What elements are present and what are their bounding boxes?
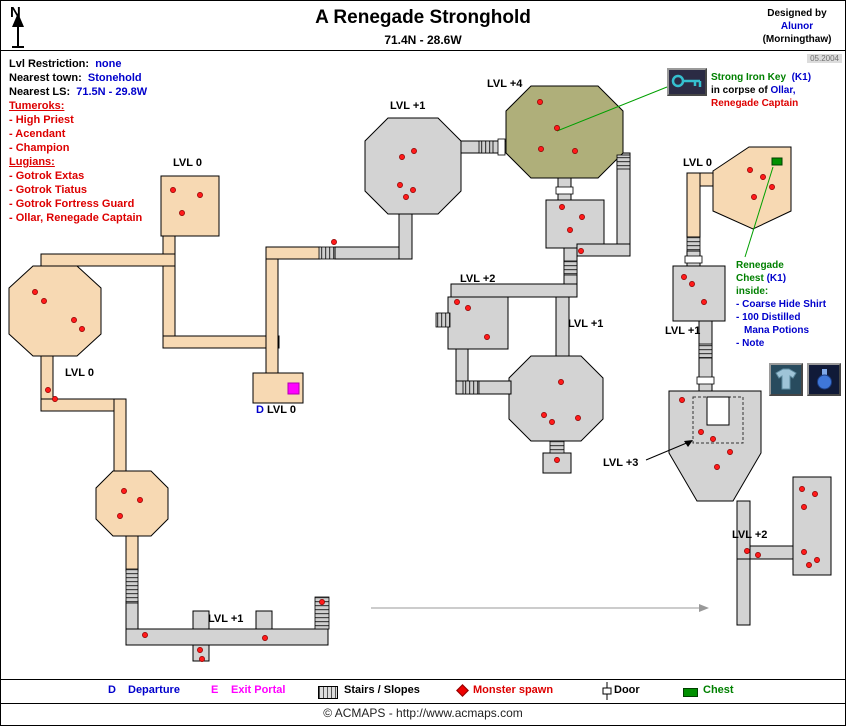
chest-note: Renegade Chest (K1) inside: - Coarse Hid…: [736, 259, 826, 350]
designed-by-label: Designed by: [767, 8, 827, 19]
map-date: 05.2004: [807, 54, 842, 63]
header-divider: [1, 50, 845, 51]
legend-chest-label: Chest: [703, 684, 734, 696]
footer-divider: [1, 703, 845, 704]
potion-icon: [817, 369, 832, 390]
town-label: Nearest town:: [9, 72, 82, 84]
monster-spawn-dots: [32, 99, 820, 662]
legend-stairs-label: Stairs / Slopes: [344, 684, 420, 696]
map-label-lvl4: LVL +4: [487, 78, 523, 90]
strong-iron-key-image: [667, 68, 707, 96]
map-label-lvl3: LVL +3: [603, 457, 639, 469]
chest-item: - Coarse Hide Shirt: [736, 299, 827, 310]
map-label-lvl1-mid: LVL +1: [568, 318, 604, 330]
tumeroks-header: Tumeroks:: [9, 100, 65, 112]
chest-item: - Note: [736, 338, 765, 349]
designer-credit: Designed by Alunor (Morningthaw): [754, 7, 840, 46]
lugians-header: Lugians:: [9, 156, 55, 168]
monster-list-item: - Gotrok Tiatus: [9, 184, 88, 196]
page-title: A Renegade Stronghold: [315, 7, 531, 28]
copyright-footer: © ACMAPS - http://www.acmaps.com: [323, 706, 523, 720]
world-name: (Morningthaw): [762, 34, 832, 45]
room-level4: [505, 85, 624, 179]
shirt-icon: [775, 368, 797, 390]
key-owner: Ollar,: [770, 85, 796, 96]
monster-list-item: - Ollar, Renegade Captain: [9, 212, 143, 224]
level-restriction-row: Lvl Restriction: none: [9, 57, 147, 71]
chest-name-line1: Renegade: [736, 260, 784, 271]
monster-list-item: - Champion: [9, 142, 70, 154]
key-owner-title: Renegade Captain: [711, 98, 799, 109]
departure-level-label: LVL 0: [267, 404, 296, 416]
nearest-ls-row: Nearest LS: 71.5N - 29.8W: [9, 85, 147, 99]
map-label-lvl2-center: LVL +2: [460, 273, 496, 285]
chest-item: - 100 Distilled: [736, 312, 801, 323]
monster-spawn-icon: [456, 684, 469, 697]
map-label-lvl0-a: LVL 0: [173, 157, 202, 169]
monster-list-item: - Acendant: [9, 128, 66, 140]
compass-arrow: [12, 13, 24, 48]
legend-door-label: Door: [614, 684, 640, 696]
nearest-town-row: Nearest town: Stonehold: [9, 71, 147, 85]
chest-item: Mana Potions: [744, 325, 810, 336]
key-name: Strong Iron Key: [711, 72, 787, 83]
stairs-icon: [318, 686, 338, 699]
key-location-prefix: in corpse of: [711, 85, 768, 96]
legend-spawn-label: Monster spawn: [473, 684, 554, 696]
map-label-lvl1-right: LVL +1: [665, 325, 701, 337]
ls-value: 71.5N - 29.8W: [76, 86, 148, 98]
chest-key-id: (K1): [766, 273, 787, 284]
town-value: Stonehold: [87, 72, 142, 84]
secret-room-outline: [692, 396, 744, 444]
door-icon: [600, 682, 614, 700]
monster-list-item: - High Priest: [9, 114, 74, 126]
rooms-gray: [125, 117, 832, 662]
key-id: (K1): [791, 72, 812, 83]
map-label-lvl2-right: LVL +2: [732, 529, 768, 541]
departure-marker-label: D: [256, 404, 264, 416]
rooms-level0: [8, 146, 792, 572]
legend-exit-label: Exit Portal: [231, 684, 286, 696]
chest-marker: [771, 157, 783, 166]
monster-list-item: - Gotrok Fortress Guard: [9, 198, 135, 210]
chest-name-line2: Chest: [736, 273, 764, 284]
chest-icon: [683, 688, 698, 697]
restriction-label: Lvl Restriction:: [9, 58, 90, 70]
coarse-hide-shirt-image: [769, 363, 803, 396]
key-note: Strong Iron Key (K1) in corpse of Ollar,…: [711, 71, 811, 110]
restriction-value: none: [95, 58, 122, 70]
legend-departure-key: D: [108, 684, 116, 696]
legend-departure-label: Departure: [128, 684, 180, 696]
compass-north-label: N: [10, 4, 21, 21]
legend-exit-key: E: [211, 684, 219, 696]
key-icon: [671, 74, 702, 88]
ls-label: Nearest LS:: [9, 86, 71, 98]
map-label-lvl0-right: LVL 0: [683, 157, 712, 169]
map-label-lvl1-bottom: LVL +1: [208, 613, 244, 625]
designer-name: Alunor: [780, 21, 814, 32]
map-label-lvl1-center: LVL +1: [390, 100, 426, 112]
annotation-lines: [371, 86, 774, 612]
exit-portal-marker: [287, 382, 300, 395]
door-markers: [497, 138, 715, 385]
legend-bar: D Departure E Exit Portal Stairs / Slope…: [1, 680, 845, 703]
map-label-lvl0-b: LVL 0: [65, 367, 94, 379]
mana-potion-image: [807, 363, 841, 396]
monster-list-item: - Gotrok Extas: [9, 170, 85, 182]
map-label-departure: D LVL 0: [256, 404, 296, 416]
legend-divider-top: [1, 679, 845, 680]
stairs-icons: [125, 140, 713, 630]
chest-inside-label: inside:: [736, 286, 769, 297]
map-coordinates: 71.4N - 28.6W: [384, 33, 462, 47]
dungeon-info-panel: Lvl Restriction: none Nearest town: Ston…: [9, 57, 147, 225]
